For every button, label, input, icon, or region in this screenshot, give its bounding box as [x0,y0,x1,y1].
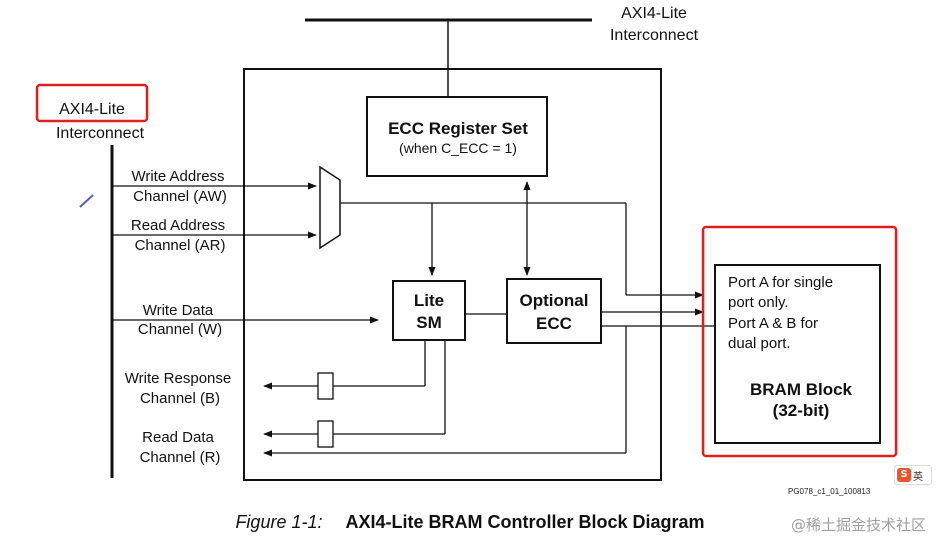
optional-ecc-label-line1: Optional [520,291,589,310]
left-interconnect-highlight [35,83,149,123]
r-label-line2: Channel (R) [140,449,221,466]
r-channel-register [317,420,334,448]
bram-highlight [701,225,898,458]
bram-desc-line3: Port A & B for [728,315,818,332]
lite-sm-box [392,280,466,341]
address-mux [319,165,341,250]
ar-label-line2: Channel (AR) [135,237,226,254]
aw-label-line1: Write Address [131,168,224,185]
bram-title-line2: (32-bit) [773,401,830,420]
bram-desc-line4: dual port. [728,335,791,352]
b-label-line2: Channel (B) [140,390,220,407]
bram-block-box [714,264,881,444]
b-label-line1: Write Response [125,370,231,387]
ecc-register-set-subtitle: (when C_ECC = 1) [399,140,517,156]
lite-sm-label-line1: Lite [414,291,444,310]
figure-number: Figure 1-1: [235,512,323,532]
figure-id: PG078_c1_01_100813 [788,487,871,496]
bram-title-line1: BRAM Block [750,380,853,399]
pencil-icon [79,194,94,208]
left-interconnect-label-line2: Interconnect [56,125,145,142]
w-label-line1: Write Data [143,302,214,319]
b-channel-register [317,372,334,400]
top-interconnect-label-line2: Interconnect [610,27,699,44]
aw-label-line2: Channel (AW) [133,188,227,205]
sogou-icon: S [897,468,911,482]
ecc-register-set-box [366,96,548,177]
lite-sm-label-line2: SM [416,313,442,332]
translate-badge-label: 英 [913,471,923,483]
bram-desc-line2: port only. [728,294,789,311]
left-interconnect-label-line1: AXI4-Lite [59,101,125,118]
ecc-register-set-title: ECC Register Set [388,119,528,138]
ar-label-line1: Read Address [131,217,225,234]
top-interconnect-label-line1: AXI4-Lite [621,5,687,22]
figure-title: AXI4-Lite BRAM Controller Block Diagram [345,512,705,532]
r-label-line1: Read Data [142,429,214,446]
optional-ecc-label-line2: ECC [536,314,572,333]
figure-caption: Figure 1-1: AXI4-Lite BRAM Controller Bl… [0,512,940,533]
bram-desc-line1: Port A for single [728,274,833,291]
w-label-line2: Channel (W) [138,321,222,338]
controller-box [243,68,662,481]
watermark: @稀土掘金技术社区 [790,516,926,534]
optional-ecc-box [506,278,602,344]
translate-badge[interactable]: S 英 [894,465,932,485]
